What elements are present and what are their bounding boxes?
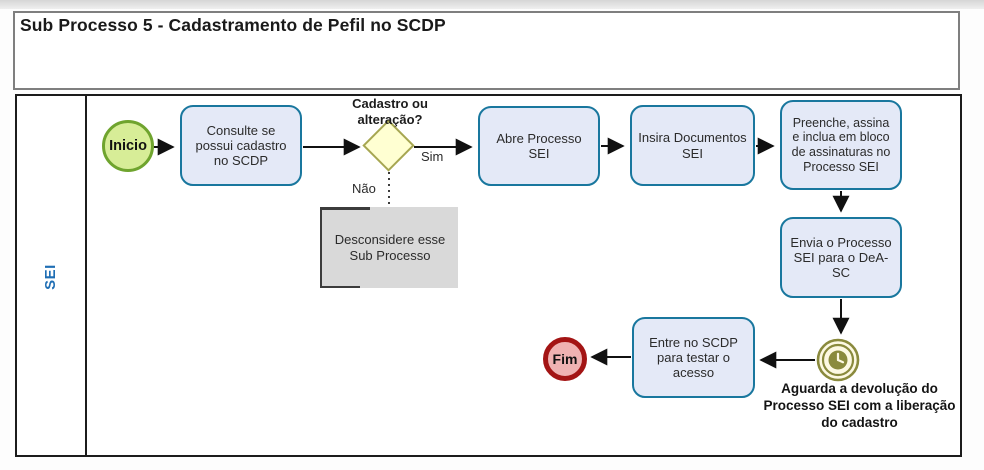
edge-label-nao: Não bbox=[352, 181, 376, 196]
task-entre-scdp-testar-acesso: Entre no SCDP para testar o acesso bbox=[632, 317, 755, 398]
task-preenche-assina-bloco: Preenche, assina e inclua em bloco de as… bbox=[780, 100, 902, 190]
task-envia-processo-dea-sc: Envia o Processo SEI para o DeA-SC bbox=[780, 217, 902, 298]
start-event-inicio: Inicio bbox=[102, 120, 154, 172]
end-event-fim: Fim bbox=[543, 337, 587, 381]
edge-label-sim: Sim bbox=[421, 149, 444, 164]
timer-clock-icon bbox=[816, 338, 860, 382]
window-top-strip bbox=[0, 0, 984, 9]
diagram-title-box: Sub Processo 5 - Cadastramento de Pefil … bbox=[13, 11, 960, 90]
timer-event-aguarda bbox=[816, 338, 860, 382]
lane-divider bbox=[85, 94, 87, 457]
task-insira-documentos-sei: Insira Documentos SEI bbox=[630, 105, 755, 186]
timer-caption: Aguarda a devolução do Processo SEI com … bbox=[763, 381, 956, 430]
gateway-question-label: Cadastro ou alteração? bbox=[352, 96, 428, 128]
task-consulte-cadastro-scdp: Consulte se possui cadastro no SCDP bbox=[180, 105, 302, 186]
note-desconsidere: Desconsidere esse Sub Processo bbox=[320, 207, 458, 288]
page-title: Sub Processo 5 - Cadastramento de Pefil … bbox=[20, 15, 446, 35]
task-abre-processo-sei: Abre Processo SEI bbox=[478, 106, 600, 186]
